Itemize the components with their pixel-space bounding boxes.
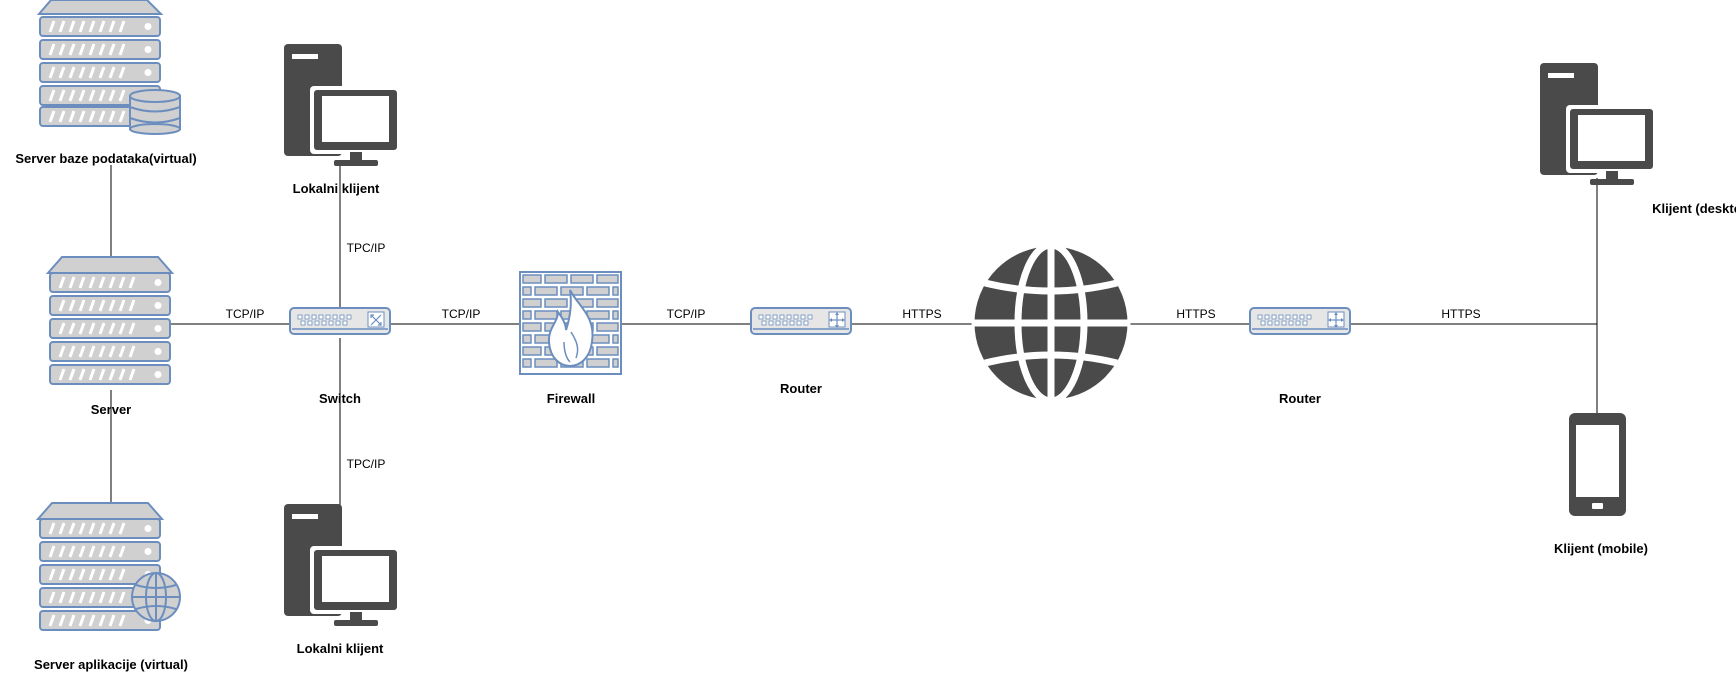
desktop-computer-icon[interactable] [1540, 63, 1657, 185]
edge-label-server-switch: TCP/IP [226, 307, 265, 321]
router-left-label: Router [780, 381, 822, 396]
db-server-label: Server baze podataka(virtual) [15, 151, 196, 166]
edge-label-firewall-router: TCP/IP [667, 307, 706, 321]
app-server-label: Server aplikacije (virtual) [34, 657, 188, 672]
server-rack-icon[interactable] [45, 256, 175, 386]
router-right-label: Router [1279, 391, 1321, 406]
edge-label-internet-router: HTTPS [1176, 307, 1215, 321]
local-client-bottom-label: Lokalni klijent [297, 641, 384, 656]
globe-badge-icon [131, 572, 181, 622]
mobile-phone-icon[interactable] [1569, 413, 1626, 516]
switch-label: Switch [319, 391, 361, 406]
desktop-computer-icon[interactable] [284, 504, 401, 626]
server-label: Server [91, 402, 131, 417]
client-desktop-label: Klijent (desktop) [1652, 201, 1736, 216]
firewall-icon[interactable] [519, 271, 622, 375]
globe-icon[interactable] [971, 241, 1131, 405]
switch-icon[interactable] [289, 307, 391, 335]
connectors [110, 160, 1598, 505]
database-cylinder-icon [129, 89, 181, 135]
web-server-icon[interactable] [35, 502, 181, 632]
router-icon[interactable] [1249, 307, 1351, 335]
client-mobile-label: Klijent (mobile) [1554, 541, 1648, 556]
desktop-computer-icon[interactable] [284, 44, 401, 166]
edge-label-switch-client-bottom: TPC/IP [347, 457, 386, 471]
edge-label-switch-firewall: TCP/IP [442, 307, 481, 321]
edge-label-router-clients: HTTPS [1441, 307, 1480, 321]
router-icon[interactable] [750, 307, 852, 335]
local-client-top-label: Lokalni klijent [293, 181, 380, 196]
flame-icon [547, 289, 594, 368]
firewall-label: Firewall [547, 391, 595, 406]
database-server-icon[interactable] [36, 0, 181, 135]
edge-label-switch-client-top: TPC/IP [347, 241, 386, 255]
edge-label-router-internet: HTTPS [902, 307, 941, 321]
